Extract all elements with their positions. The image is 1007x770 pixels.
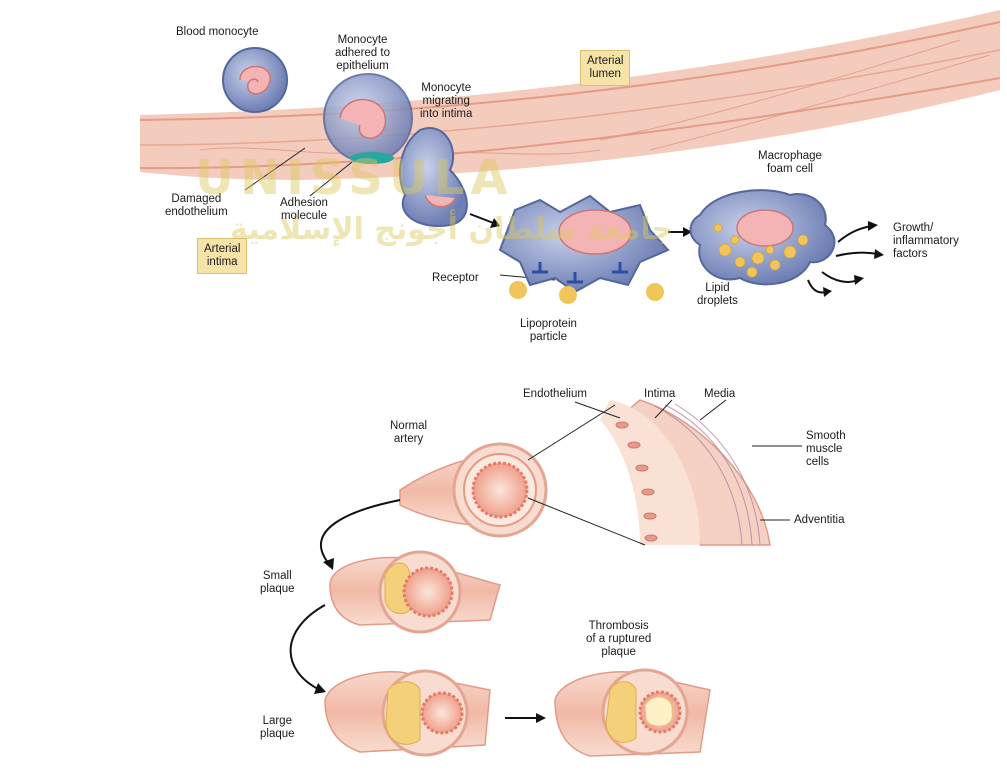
label-damaged-endothelium: Damaged endothelium [165, 193, 228, 219]
label-smooth-muscle-cells: Smooth muscle cells [806, 430, 846, 469]
label-media: Media [704, 388, 735, 401]
label-endothelium: Endothelium [523, 388, 587, 401]
large-plaque-illustration [325, 671, 490, 755]
blood-monocyte-cell [223, 48, 287, 112]
label-normal-artery: Normal artery [390, 420, 427, 446]
label-arterial-lumen: Arterial lumen [580, 50, 630, 86]
artery-wall-section [600, 400, 770, 545]
thrombosis-illustration [555, 670, 710, 756]
label-lipoprotein-particle: Lipoprotein particle [520, 318, 577, 344]
normal-artery-illustration [400, 444, 546, 536]
label-monocyte-migrating: Monocyte migrating into intima [420, 82, 472, 121]
label-macrophage-foam-cell: Macrophage foam cell [758, 150, 822, 176]
label-adventitia: Adventitia [794, 514, 845, 527]
label-arterial-intima: Arterial intima [197, 238, 247, 274]
foam-cell [691, 190, 835, 284]
label-receptor: Receptor [432, 272, 479, 285]
label-adhesion-molecule: Adhesion molecule [280, 197, 328, 223]
label-lipid-droplets: Lipid droplets [697, 282, 738, 308]
label-small-plaque: Small plaque [260, 570, 295, 596]
label-monocyte-adhered: Monocyte adhered to epithelium [335, 34, 390, 73]
small-plaque-illustration [330, 552, 500, 632]
label-growth-factors: Growth/ inflammatory factors [893, 222, 959, 261]
label-intima: Intima [644, 388, 675, 401]
watermark-latin: UNISSULA [195, 150, 514, 206]
label-large-plaque: Large plaque [260, 715, 295, 741]
label-blood-monocyte: Blood monocyte [176, 26, 258, 39]
label-thrombosis: Thrombosis of a ruptured plaque [586, 620, 651, 659]
